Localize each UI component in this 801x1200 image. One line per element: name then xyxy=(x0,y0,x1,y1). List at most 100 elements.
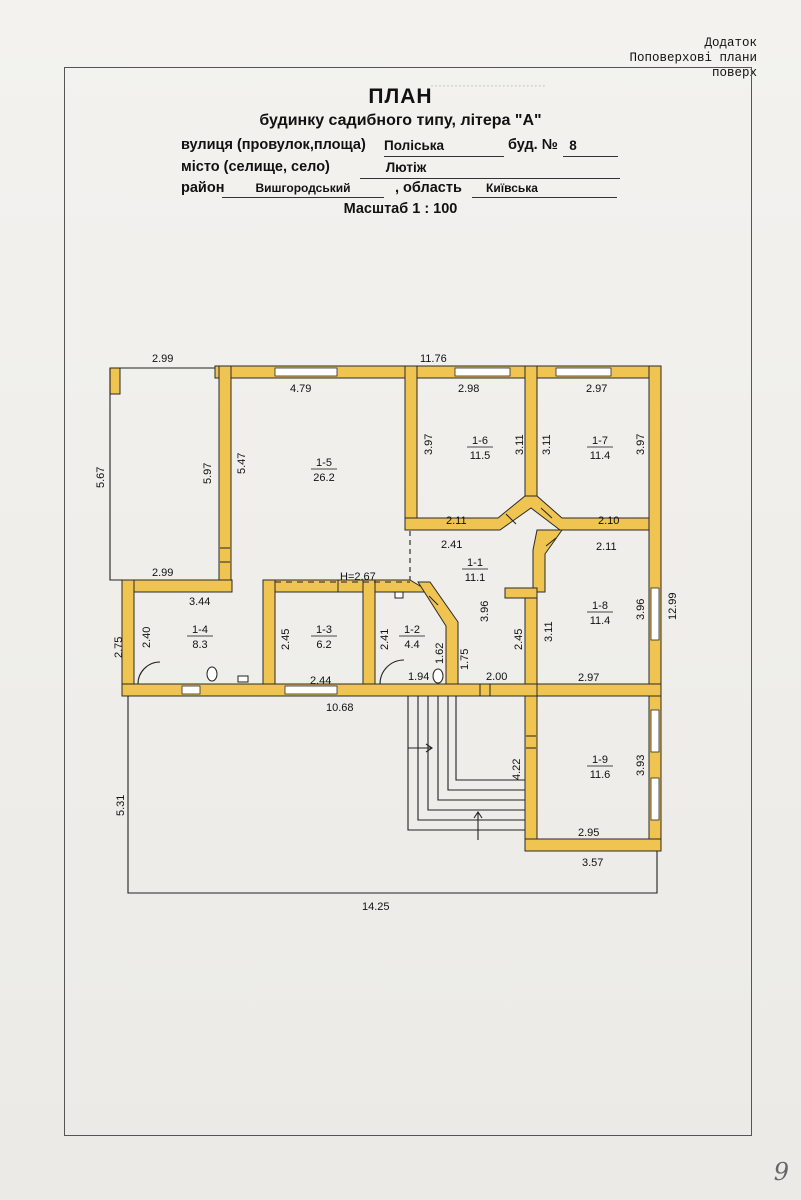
window-17 xyxy=(555,367,612,377)
dim-hall-top: 2.41 xyxy=(441,539,462,551)
dim-r13-bottom: 2.44 xyxy=(310,675,331,687)
city-underline xyxy=(360,178,620,179)
dim-r12-left: 2.41 xyxy=(379,629,391,650)
district-underline xyxy=(222,197,384,198)
room-1-2: 1-24.4 xyxy=(399,624,425,651)
window-19b xyxy=(650,777,660,821)
street-underline xyxy=(384,156,504,157)
wall-15-16 xyxy=(404,365,418,531)
dim-r12-right: 1.62 xyxy=(434,643,446,664)
room-id: 1-8 xyxy=(592,600,608,612)
room-id: 1-9 xyxy=(592,754,608,766)
city-label: місто (селище, село) xyxy=(181,159,330,175)
dim-r15-top: 4.79 xyxy=(290,383,311,395)
dim-veranda-top: 10.68 xyxy=(326,702,354,714)
dim-r16-right: 3.11 xyxy=(514,434,526,455)
toilet-icon xyxy=(206,666,218,682)
dim-r19-right: 3.93 xyxy=(635,755,647,776)
door-swing-12 xyxy=(379,659,405,685)
region-value: Київська xyxy=(486,181,538,195)
room-id: 1-6 xyxy=(472,435,488,447)
room-area: 6.2 xyxy=(316,639,331,651)
veranda-outline xyxy=(127,696,658,894)
dim-r19-left: 4.22 xyxy=(511,759,523,780)
plan-title: ПЛАН xyxy=(368,85,433,108)
drawing-frame xyxy=(64,67,752,1136)
plan-subtitle: будинку садибного типу, літера "А" xyxy=(259,112,542,129)
wall-terrace-15 xyxy=(218,365,232,592)
district-label: район xyxy=(181,180,225,196)
wall-14-top xyxy=(121,579,233,593)
room-1-7: 1-711.4 xyxy=(587,435,613,462)
dim-hall-side: 2.45 xyxy=(513,629,525,650)
dim-r19-inner-bottom: 2.95 xyxy=(578,827,599,839)
stair-4 xyxy=(437,696,525,801)
appendix-line-2: Поповерхові плани xyxy=(629,51,757,65)
dim-r16-left: 3.97 xyxy=(423,434,435,455)
room-id: 1-5 xyxy=(316,457,332,469)
wall-hall-18 xyxy=(524,587,538,691)
dim-overall-top: 11.76 xyxy=(420,353,447,365)
dim-r17-left: 3.11 xyxy=(541,434,553,455)
wall-13-12 xyxy=(362,579,376,695)
room-1-6: 1-6 11.5 xyxy=(467,435,493,462)
window-13 xyxy=(284,685,338,695)
terrace-post xyxy=(109,367,121,395)
dim-terrace-top: 2.99 xyxy=(152,353,173,365)
stair-2 xyxy=(417,696,525,821)
dim-r14-top: 3.44 xyxy=(189,596,210,608)
window-14 xyxy=(181,685,201,695)
dim-r19-outer-bottom: 3.57 xyxy=(582,857,603,869)
appendix-line-3: поверх xyxy=(711,66,757,80)
door-tick-7 xyxy=(505,513,517,525)
sink-icon xyxy=(237,675,249,683)
door-tick-8 xyxy=(540,507,553,519)
dim-veranda-left: 5.31 xyxy=(115,795,127,816)
dim-hall-right-top: 2.11 xyxy=(596,541,617,553)
door-swing-14 xyxy=(137,661,161,685)
dim-r18-left: 3.11 xyxy=(543,621,555,642)
wall-hall-stub xyxy=(504,587,538,599)
wall-16-17 xyxy=(524,365,538,497)
room-id: 1-7 xyxy=(592,435,608,447)
room-area: 11.1 xyxy=(465,572,486,584)
region-label: , область xyxy=(395,180,462,196)
room-area: 4.4 xyxy=(404,639,419,651)
dim-r12-bottom: 1.94 xyxy=(408,671,429,683)
room-id: 1-3 xyxy=(316,624,332,636)
dim-hall-bottom: 2.00 xyxy=(486,671,507,683)
dim-terrace-right: 5.97 xyxy=(202,463,214,484)
stair-3 xyxy=(427,696,525,811)
toilet-icon-2 xyxy=(432,668,444,684)
dim-overall-bottom: 14.25 xyxy=(362,901,390,913)
wall-19-left xyxy=(524,683,538,852)
street-value: Поліська xyxy=(384,138,445,153)
stair-6 xyxy=(455,696,525,781)
room-1-9: 1-9 11.6 xyxy=(587,754,613,781)
dim-overall-right: 12.99 xyxy=(667,592,679,620)
room-id: 1-4 xyxy=(192,624,208,636)
dim-r16-top: 2.98 xyxy=(458,383,479,395)
district-value: Вишгородський xyxy=(255,181,351,195)
dim-hall-depth: 3.96 xyxy=(479,601,491,622)
dimension-labels: 11.76 12.99 14.25 2.99 5.67 5.97 2.99 4.79 5.47 2… xyxy=(95,353,679,913)
door-tick-9 xyxy=(428,595,439,606)
terrace-outline xyxy=(109,368,122,581)
room-1-8: 1-811.4 xyxy=(587,600,613,627)
room-area: 11.5 xyxy=(470,450,491,462)
room-area: 11.6 xyxy=(590,769,611,781)
wall-14-13 xyxy=(262,579,276,695)
dim-r15-left: 5.47 xyxy=(236,453,248,474)
door-tick-10 xyxy=(545,537,557,547)
wall-19-bottom xyxy=(524,838,662,852)
dim-hall-height: H=2.67 xyxy=(340,571,376,583)
dim-terrace-left: 5.67 xyxy=(95,467,107,488)
dim-terrace-bottom: 2.99 xyxy=(152,567,173,579)
stair-5 xyxy=(447,696,525,791)
wall-16-17-bottom xyxy=(404,495,650,531)
wall-18-19 xyxy=(524,683,662,697)
window-18 xyxy=(650,587,660,641)
page-number: 9 xyxy=(773,1158,789,1186)
